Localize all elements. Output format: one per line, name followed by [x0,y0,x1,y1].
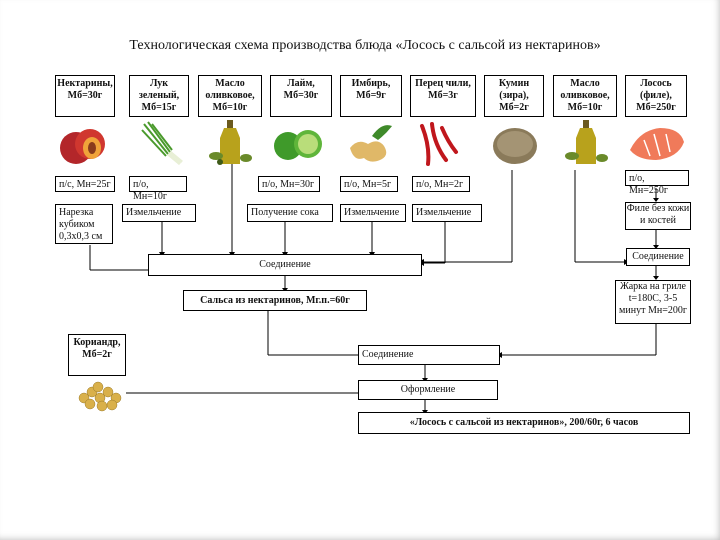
ingredient-name: Лосось (филе), [640,78,672,101]
ingredient-name: Кориандр, [73,337,121,348]
ingredient-name: Лук зеленый, [138,78,180,101]
op-combine-salmon: Соединение [626,248,690,266]
op-garnish: Оформление [358,380,498,400]
ingredient-name: Перец чили, [415,78,471,89]
ingredient-weight: Мб=2г [499,102,529,113]
ingredient-box-chili: Перец чили, Мб=3г [410,75,476,117]
net-weight-ginger: п/о, Мн=5г [340,176,398,192]
ingredient-name: Лайм, [287,78,315,89]
salsa-result: Сальса из нектаринов, Мг.п.=60г [183,290,367,311]
olive-oil-icon [209,120,252,165]
ingredient-weight: Мб=30г [283,90,319,101]
final-dish: «Лосось с сальсой из нектаринов», 200/60… [358,412,690,434]
ingredient-box-cumin: Кумин (зира), Мб=2г [484,75,544,117]
ingredient-box-lime: Лайм, Мб=30г [270,75,332,117]
salmon-icon [630,128,684,160]
op-grill: Жарка на гриле t=180С, 3-5 минут Мн=200г [615,280,691,324]
op-fillet: Филе без кожи и костей [625,202,691,230]
ingredient-weight: Мб=15г [141,102,177,113]
ingredient-weight: Мб=250г [636,102,676,113]
net-weight-lime: п/о, Мн=30г [258,176,320,192]
ingredient-weight: Мб=10г [212,102,248,113]
cumin-icon [493,128,537,164]
ingredient-weight: Мб=9г [356,90,386,101]
op-combine-final: Соединение [358,345,500,365]
op-chop-chili: Измельчение [412,204,482,222]
net-weight-chili: п/о, Мн=2г [412,176,470,192]
op-chop-ginger: Измельчение [340,204,406,222]
diagram-title: Технологическая схема производства блюда… [129,38,601,53]
ingredient-weight: Мб=10г [567,102,603,113]
op-cube-cut: Нарезка кубиком 0,3х0,3 см [55,204,113,244]
net-weight-nectarines: п/с, Мн=25г [55,176,115,192]
ingredient-box-nectarines: Нектарины, Мб=30г [55,75,115,117]
ingredient-name: Масло оливковое, [205,78,255,101]
net-weight-green-onion: п/о, Мн=10г [129,176,187,202]
ingredient-name: Нектарины, [57,78,113,89]
coriander-seeds-icon [78,381,122,412]
ingredient-name: Кумин (зира), [498,78,530,101]
net-weight-salmon: п/о, Мн=250г [625,170,689,196]
ingredient-name: Имбирь, [351,78,391,89]
ingredient-box-ginger: Имбирь, Мб=9г [340,75,402,117]
op-juice: Получение сока [247,204,333,222]
ingredient-weight: Мб=3г [428,90,458,101]
ingredient-box-green-onion: Лук зеленый, Мб=15г [129,75,189,117]
ginger-icon [350,125,392,162]
ingredient-weight: Мб=30г [67,90,103,101]
ingredient-box-olive-oil: Масло оливковое, Мб=10г [198,75,262,117]
op-chop-onion: Измельчение [122,204,196,222]
ingredient-box-olive-oil-2: Масло оливковое, Мб=10г [553,75,617,117]
lime-icon [274,130,322,160]
green-onion-icon [141,121,183,166]
olive-oil-icon-2 [565,120,608,164]
ingredient-box-coriander: Кориандр, Мб=2г [68,334,126,376]
op-combine-salsa: Соединение [148,254,422,276]
ingredient-weight: Мб=2г [82,349,112,360]
chili-pepper-icon [420,122,458,166]
ingredient-name: Масло оливковое, [560,78,610,101]
ingredient-box-salmon: Лосось (филе), Мб=250г [625,75,687,117]
nectarine-icon [60,129,105,164]
